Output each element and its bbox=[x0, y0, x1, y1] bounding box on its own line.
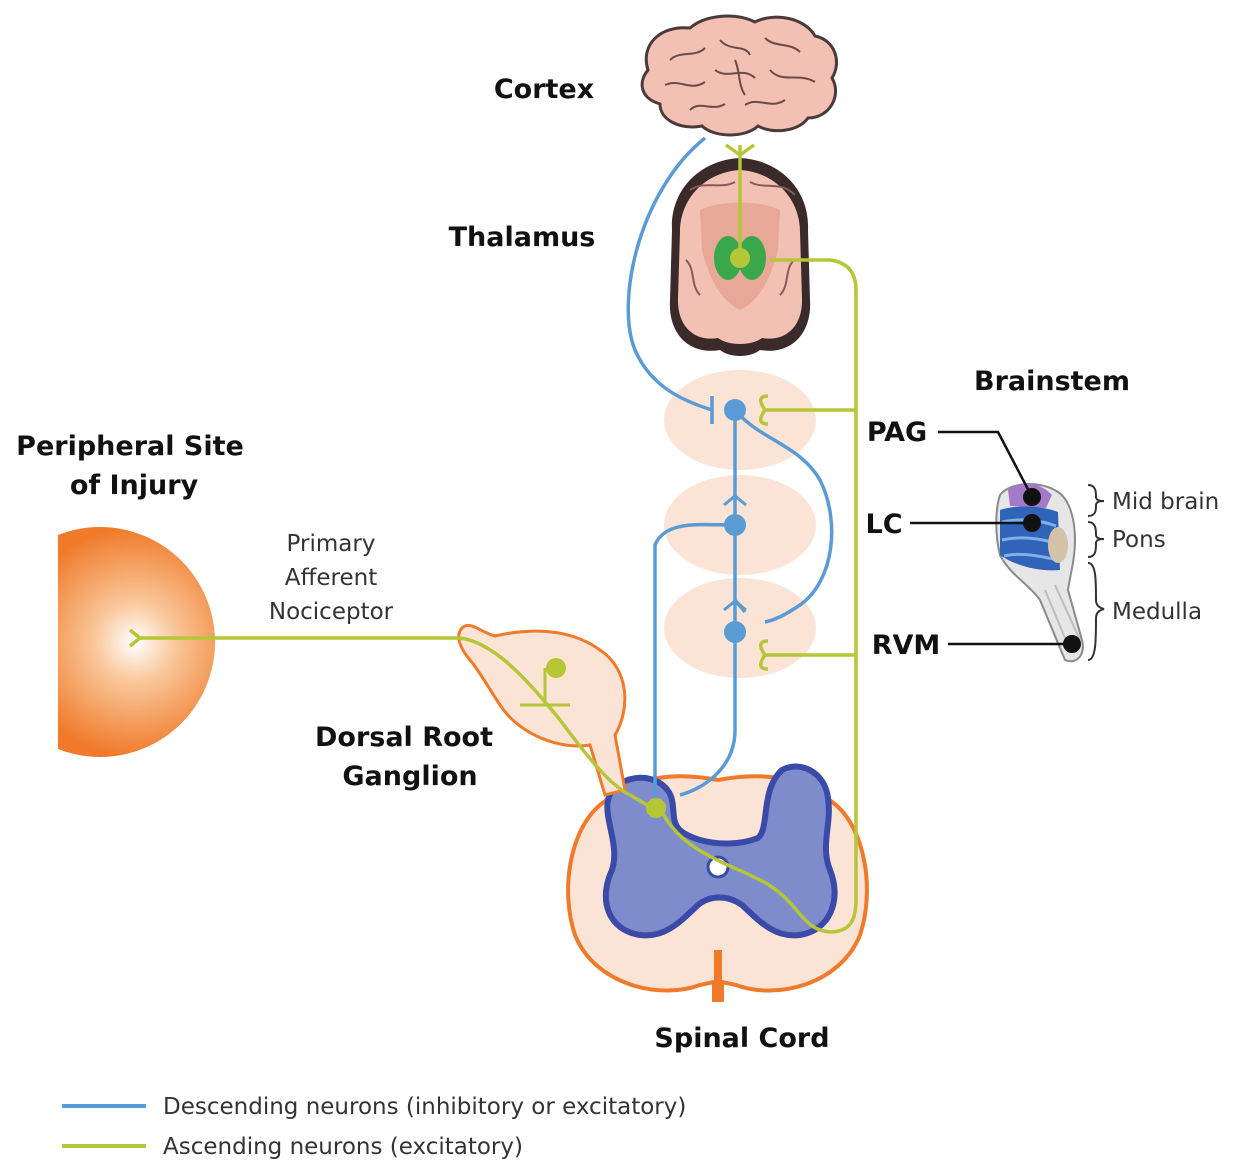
cortex-brain bbox=[642, 16, 836, 135]
label-lc: LC bbox=[865, 509, 902, 540]
label-brainstem: Brainstem bbox=[974, 366, 1130, 397]
label-pag: PAG bbox=[867, 417, 927, 448]
brainstem-braces bbox=[1088, 485, 1104, 660]
label-primary-line3: Nociceptor bbox=[269, 599, 394, 625]
injury-site bbox=[0, 527, 215, 757]
label-primary-line2: Afferent bbox=[285, 565, 377, 591]
label-mid-brain: Mid brain bbox=[1112, 489, 1219, 515]
label-pons: Pons bbox=[1112, 527, 1166, 553]
label-thalamus: Thalamus bbox=[449, 222, 596, 253]
label-rvm: RVM bbox=[872, 630, 941, 661]
label-peripheral-line1: Peripheral Site bbox=[16, 431, 244, 462]
label-cortex: Cortex bbox=[494, 74, 594, 105]
legend: Descending neurons (inhibitory or excita… bbox=[62, 1094, 686, 1160]
brainstem-illustration bbox=[996, 484, 1083, 662]
spinal-cord-section bbox=[568, 766, 867, 1000]
legend-label-descending: Descending neurons (inhibitory or excita… bbox=[163, 1094, 686, 1120]
label-spinal-cord: Spinal Cord bbox=[654, 1023, 829, 1054]
label-primary-line1: Primary bbox=[287, 531, 376, 557]
label-drg-line1: Dorsal Root bbox=[315, 722, 493, 753]
legend-label-ascending: Ascending neurons (excitatory) bbox=[163, 1134, 523, 1160]
pag-nucleus bbox=[664, 370, 816, 470]
label-peripheral-line2: of Injury bbox=[70, 470, 199, 501]
label-drg-line2: Ganglion bbox=[342, 761, 477, 792]
label-medulla: Medulla bbox=[1112, 599, 1202, 625]
